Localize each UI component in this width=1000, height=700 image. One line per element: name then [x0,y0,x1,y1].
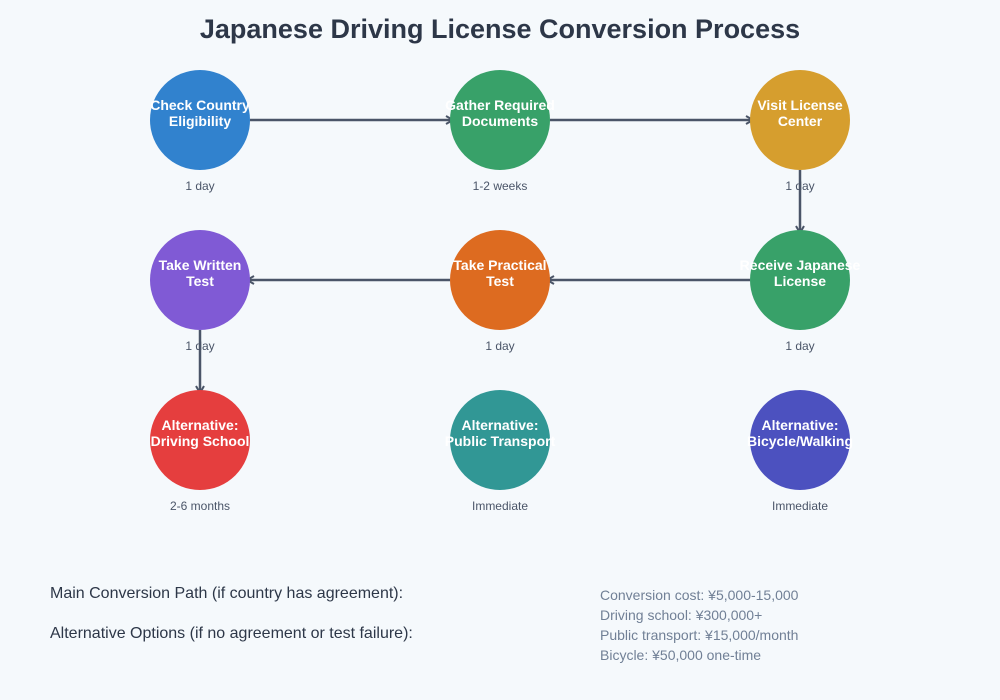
step-duration-school: 2-6 months [169,499,231,513]
step-duration-practical: 1 day [485,339,515,353]
step-label-line1: Check Country [150,97,250,113]
step-label-line2: Documents [461,113,539,129]
step-label-line1: Alternative: [161,417,239,433]
step-duration-bicycle: Immediate [771,499,829,513]
step-duration-transport: Immediate [471,499,529,513]
step-label-line1: Alternative: [461,417,539,433]
step-duration-visit: 1 day [785,179,815,193]
step-label-line1: Alternative: [761,417,839,433]
step-label-line2: Test [486,273,514,289]
step-label-line1: Visit License [757,97,843,113]
cost-item: Driving school: ¥300,000+ [600,607,763,623]
step-duration-gather: 1-2 weeks [472,179,528,193]
cost-item: Bicycle: ¥50,000 one-time [600,647,762,663]
legend-alternative-options: Alternative Options (if no agreement or … [50,625,413,642]
step-label-line2: License [773,273,827,289]
step-label-line2: Eligibility [168,113,232,129]
step-label-line1: Gather Required [445,97,555,113]
legend-main-path: Main Conversion Path (if country has agr… [50,585,404,602]
step-label-line1: Receive Japanese [739,257,861,273]
cost-item: Conversion cost: ¥5,000-15,000 [600,587,799,603]
step-node-transport: Alternative:Public Transport [445,390,555,490]
step-duration-written: 1 day [185,339,215,353]
step-label-line2: Bicycle/Walking [746,433,854,449]
step-label: Alternative:Bicycle/Walking [730,417,870,449]
cost-item: Public transport: ¥15,000/month [600,627,799,643]
step-label: Alternative:Driving School [130,417,270,449]
step-label-line1: Take Practical [453,257,547,273]
step-label-line2: Test [186,273,214,289]
step-label-line1: Take Written [158,257,242,273]
step-label-line2: Driving School [150,433,250,449]
step-duration-receive: 1 day [785,339,815,353]
step-label-line2: Public Transport [444,433,556,449]
step-label: Alternative:Public Transport [430,417,570,449]
step-duration-check: 1 day [185,179,215,193]
step-node-school: Alternative:Driving School [150,390,250,490]
step-label-line2: Center [777,113,823,129]
page-title: Japanese Driving License Conversion Proc… [199,14,801,44]
step-node-bicycle: Alternative:Bicycle/Walking [747,390,853,490]
